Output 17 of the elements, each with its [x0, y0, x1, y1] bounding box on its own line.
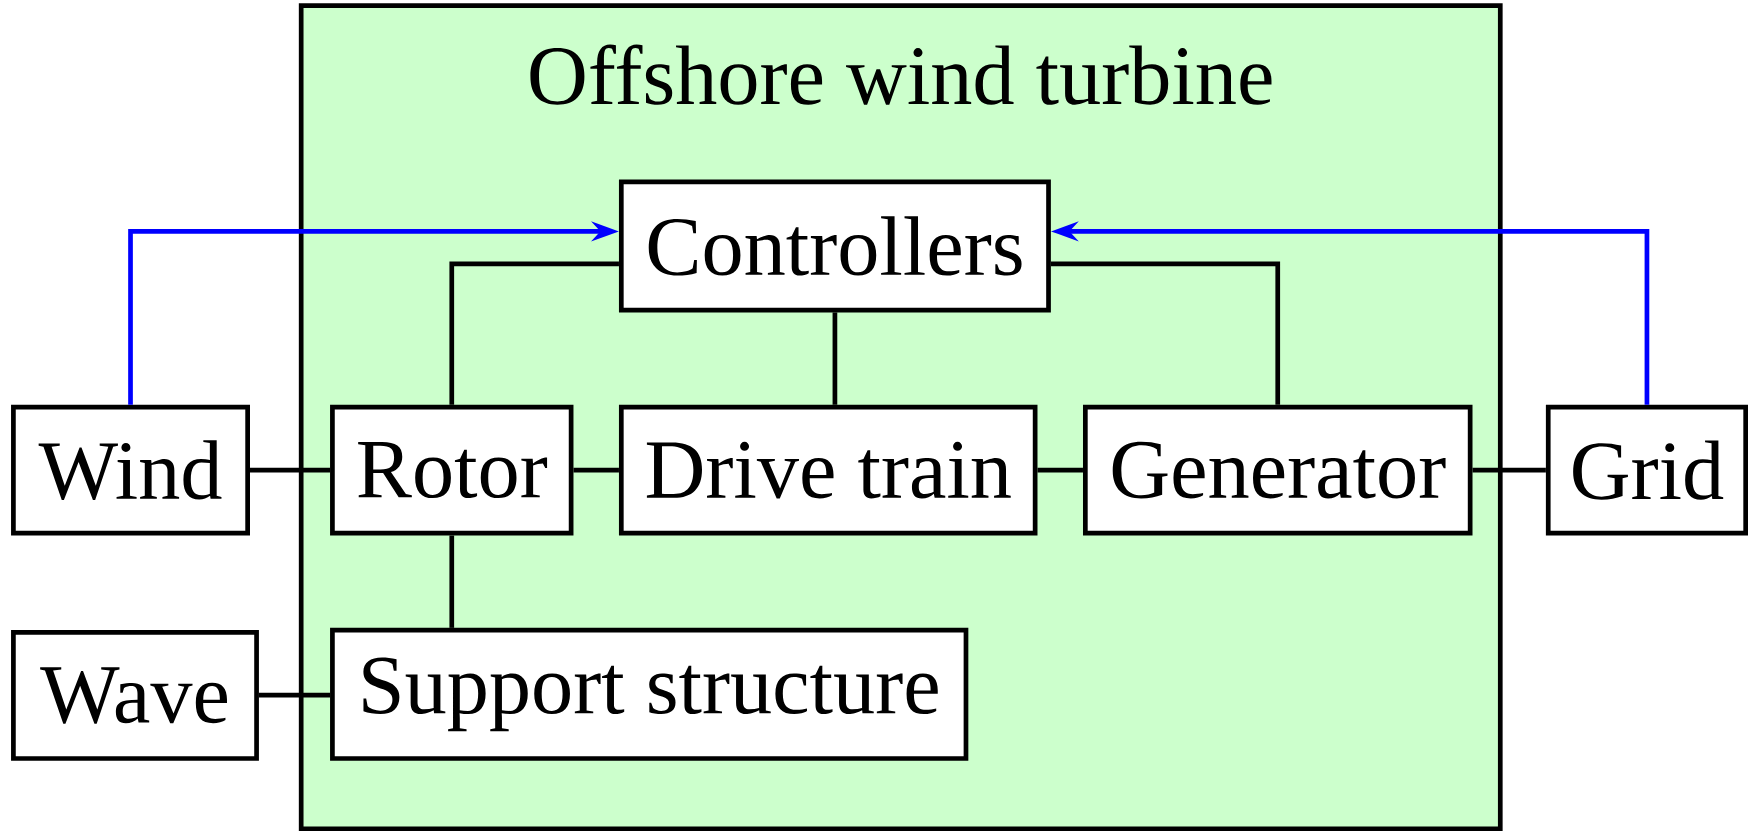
connector-line: [449, 535, 455, 628]
connector-line: [573, 467, 619, 473]
process-box: Wind: [11, 404, 250, 536]
connector-line: [258, 692, 331, 698]
process-box: Grid: [1545, 404, 1749, 536]
connector-line: [250, 467, 331, 473]
process-box: Support structure: [330, 627, 969, 761]
connector-line: [1050, 261, 1281, 405]
connector-line: [449, 261, 619, 405]
connector-line: [1472, 467, 1546, 473]
process-box: Wave: [11, 630, 259, 761]
process-box: Drive train: [618, 404, 1038, 536]
process-box: Generator: [1083, 404, 1473, 536]
process-box: Controllers: [618, 179, 1051, 313]
process-box: Rotor: [330, 404, 574, 536]
connector-line: [1037, 467, 1083, 473]
connector-line: [832, 312, 838, 405]
